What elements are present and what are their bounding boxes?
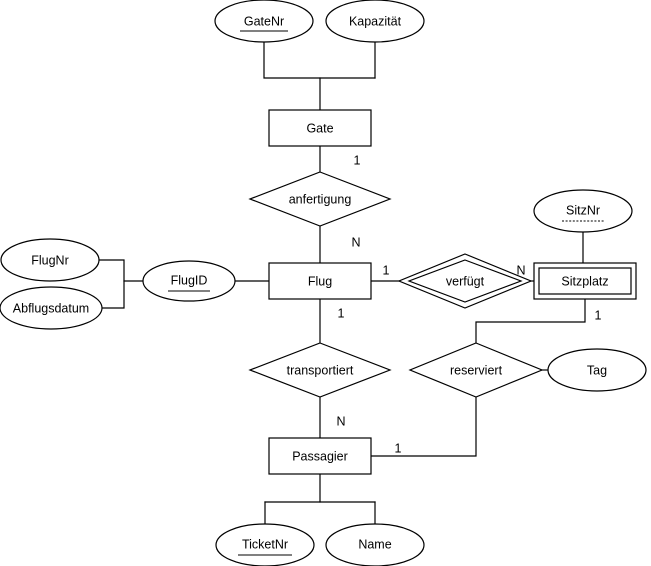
entity-sitzplatz[interactable]: Sitzplatz	[533, 262, 637, 300]
attribute-abflugsdatum-ellipse[interactable]	[0, 286, 103, 330]
cardinality-gate-anfertigung: 1	[354, 153, 361, 167]
relationship-transportiert-diamond[interactable]	[248, 342, 392, 398]
relationship-reserviert-diamond[interactable]	[408, 342, 544, 398]
attribute-gatenr-label: GateNr	[244, 14, 284, 28]
attribute-abflugsdatum-label: Abflugsdatum	[13, 301, 89, 315]
attribute-flugnr[interactable]: FlugNr	[0, 238, 100, 282]
relationship-transportiert[interactable]: transportiert	[248, 342, 392, 398]
relationship-verfuegt-diamond-outer[interactable]	[397, 253, 533, 309]
attribute-abflugsdatum[interactable]: Abflugsdatum	[0, 286, 103, 330]
entity-flug-label: Flug	[308, 274, 332, 288]
entity-flug[interactable]: Flug	[268, 262, 372, 300]
entity-gate[interactable]: Gate	[268, 109, 372, 147]
edge-flugnr-junction	[98, 259, 125, 309]
attribute-flugnr-ellipse[interactable]	[0, 238, 100, 282]
attribute-sitznr-ellipse[interactable]	[533, 189, 633, 233]
relationship-anfertigung[interactable]: anfertigung	[248, 171, 392, 227]
entity-layer: Gate Flug Sitzplatz Passagier	[268, 109, 637, 475]
attribute-tag-label: Tag	[587, 363, 607, 377]
relationship-transportiert-label: transportiert	[287, 363, 354, 377]
cardinality-transportiert-passagier: N	[336, 414, 345, 428]
attribute-gatenr-ellipse[interactable]	[214, 0, 314, 43]
attribute-flugid[interactable]: FlugID	[142, 260, 236, 302]
edge-sitzplatz-reserviert	[475, 298, 586, 344]
entity-passagier-box[interactable]	[268, 437, 372, 475]
attribute-sitznr[interactable]: SitzNr	[533, 189, 633, 233]
entity-gate-label: Gate	[306, 121, 333, 135]
entity-sitzplatz-label: Sitzplatz	[561, 274, 608, 288]
attribute-flugid-ellipse[interactable]	[142, 260, 236, 302]
attribute-name[interactable]: Name	[325, 523, 425, 566]
attribute-gatenr[interactable]: GateNr	[214, 0, 314, 43]
relationship-verfuegt[interactable]: verfügt	[397, 253, 533, 309]
cardinality-anfertigung-flug: N	[351, 235, 360, 249]
cardinality-verfuegt-sitzplatz: N	[516, 263, 525, 277]
relationship-reserviert-label: reserviert	[450, 363, 503, 377]
cardinality-layer: 1 N 1 N 1 1 N 1	[336, 153, 601, 455]
attribute-flugid-label: FlugID	[171, 273, 208, 287]
entity-flug-box[interactable]	[268, 262, 372, 300]
relationship-verfuegt-diamond-inner	[407, 259, 523, 303]
relationship-reserviert[interactable]: reserviert	[408, 342, 544, 398]
relationship-layer: anfertigung verfügt transportiert reserv…	[248, 171, 544, 398]
attribute-ticketnr[interactable]: TicketNr	[215, 523, 315, 566]
cardinality-passagier-reserviert: 1	[395, 441, 402, 455]
entity-sitzplatz-box-inner	[538, 267, 632, 295]
entity-gate-box[interactable]	[268, 109, 372, 147]
attribute-kapazitaet[interactable]: Kapazität	[325, 0, 425, 43]
attribute-name-label: Name	[358, 537, 391, 551]
edge-gatenr-gate	[263, 41, 376, 79]
attribute-sitznr-label: SitzNr	[566, 203, 600, 217]
relationship-anfertigung-diamond[interactable]	[248, 171, 392, 227]
attribute-name-ellipse[interactable]	[325, 523, 425, 566]
edge-layer	[98, 41, 586, 525]
entity-sitzplatz-box-outer[interactable]	[533, 262, 637, 300]
cardinality-sitzplatz-reserviert: 1	[595, 308, 602, 322]
attribute-kapazitaet-ellipse[interactable]	[325, 0, 425, 43]
entity-passagier[interactable]: Passagier	[268, 437, 372, 475]
attribute-ticketnr-label: TicketNr	[242, 537, 288, 551]
edge-reserviert-passagier	[370, 396, 477, 457]
attribute-kapazitaet-label: Kapazität	[349, 14, 402, 28]
cardinality-flug-transportiert: 1	[338, 306, 345, 320]
attribute-flugnr-label: FlugNr	[31, 253, 69, 267]
entity-passagier-label: Passagier	[292, 449, 348, 463]
cardinality-flug-verfuegt: 1	[383, 263, 390, 277]
attribute-tag-ellipse[interactable]	[547, 348, 647, 392]
relationship-anfertigung-label: anfertigung	[289, 192, 352, 206]
relationship-verfuegt-label: verfügt	[446, 274, 485, 288]
attribute-tag[interactable]: Tag	[547, 348, 647, 392]
